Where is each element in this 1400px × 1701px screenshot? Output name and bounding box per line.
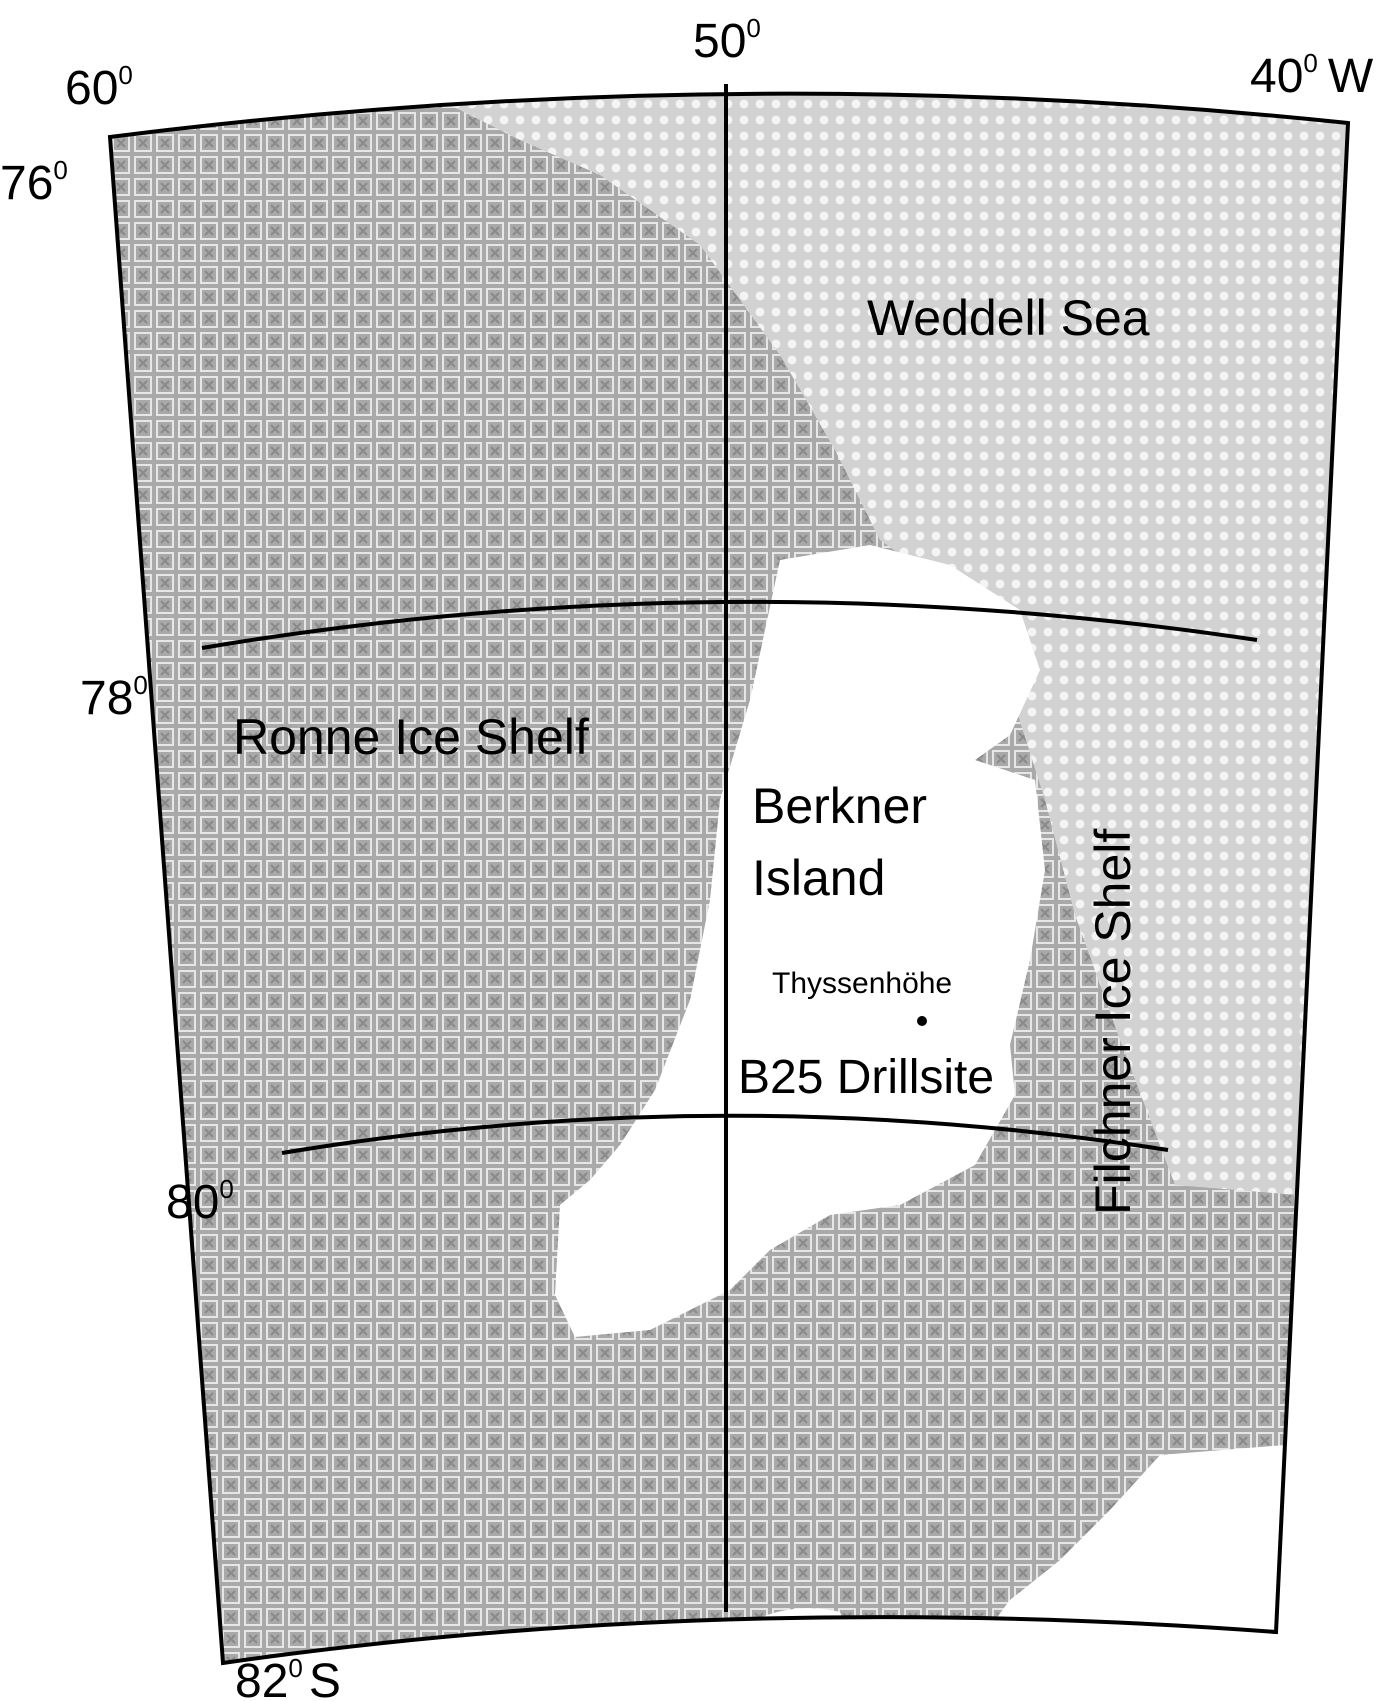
lat-label-78: 780 bbox=[80, 670, 148, 725]
coastal-land-southeast bbox=[980, 1445, 1300, 1640]
lat-label-76: 760 bbox=[0, 155, 68, 210]
berkner-island-land bbox=[555, 545, 1045, 1337]
lat-label-80: 800 bbox=[166, 1174, 234, 1229]
drillsite-label: B25 Drillsite bbox=[738, 1051, 994, 1104]
thyssenhohe-label: Thyssenhöhe bbox=[772, 967, 952, 1000]
parallel-80 bbox=[281, 1113, 1169, 1155]
ronne-ice-shelf-label: Ronne Ice Shelf bbox=[233, 709, 589, 765]
graticule bbox=[107, 84, 1351, 1666]
lon-label-60: 600 bbox=[65, 60, 133, 115]
filchner-ice-shelf-label: Filchner Ice Shelf bbox=[1085, 829, 1141, 1215]
berkner-island-label-line2: Island bbox=[752, 850, 885, 906]
drillsite-marker bbox=[917, 1016, 927, 1026]
lon-label-50: 500 bbox=[693, 13, 761, 68]
berkner-island-label-line1: Berkner bbox=[752, 778, 927, 834]
region-labels: Weddell Sea Ronne Ice Shelf Berkner Isla… bbox=[233, 290, 1150, 1215]
drillsite-dot bbox=[917, 1016, 927, 1026]
weddell-sea-label: Weddell Sea bbox=[867, 290, 1150, 346]
map-frame bbox=[107, 91, 1351, 1666]
weddell-sea-area bbox=[430, 93, 1348, 1200]
